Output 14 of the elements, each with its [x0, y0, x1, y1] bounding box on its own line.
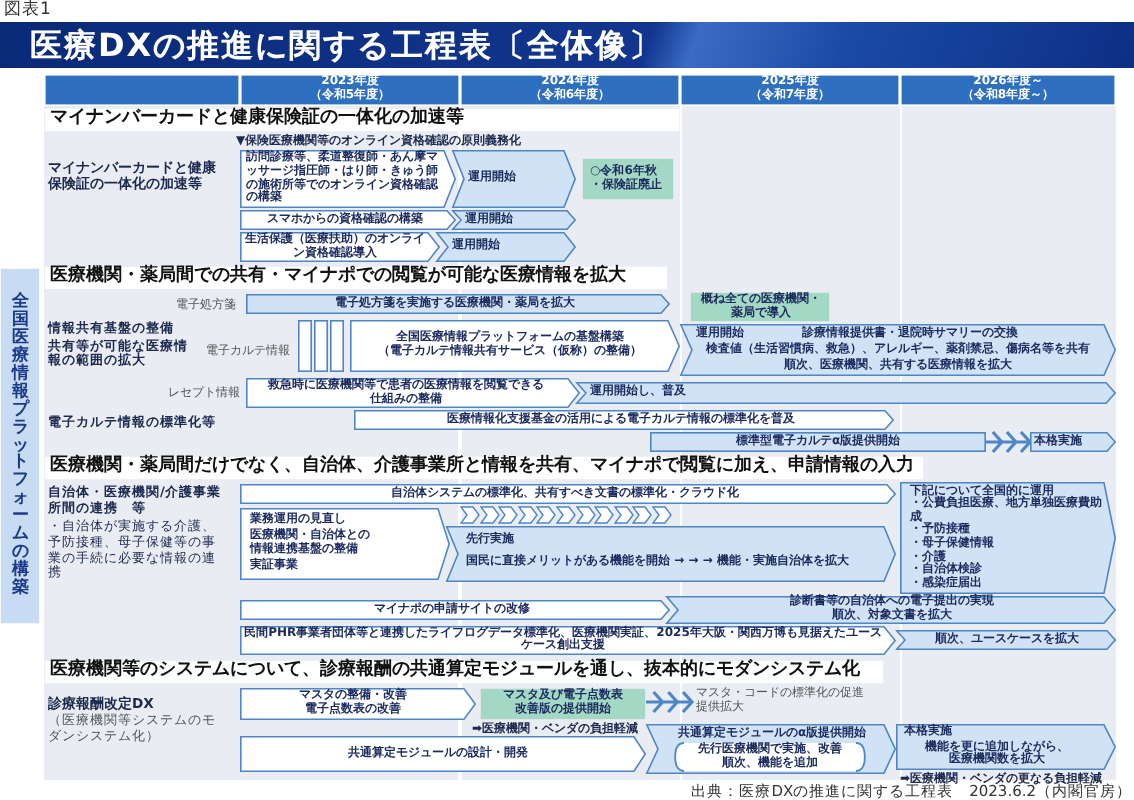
small-box: [330, 320, 344, 372]
vertical-banner: 全国医療情報プラットフォームの構築: [0, 268, 40, 624]
small-box: [298, 320, 312, 372]
title-banner: 医療DXの推進に関する工程表〔全体像〕: [0, 22, 1134, 68]
chevron-arrow: [644, 690, 694, 714]
section-heading: 医療機関・薬局間での共有・マイナポでの閲覧が可能な医療情報を拡大: [44, 266, 668, 290]
small-box: [314, 320, 328, 372]
section-heading: 医療機関等のシステムについて、診療報酬の共通算定モジュールを通し、抜本的にモダンシステム化: [44, 659, 884, 683]
section-heading: 医療機関・薬局間だけでなく、自治体、介護事業所と情報を共有、マイナポで閲覧に加え、申請情報の入力: [44, 456, 924, 480]
task-bar: [646, 724, 896, 774]
figure-number: 図表1: [4, 0, 53, 21]
section-heading: マイナンバーカードと健康保険証の一体化の加速等: [44, 108, 680, 132]
header-cell: [44, 74, 240, 106]
chevron-arrow: [984, 430, 1032, 454]
